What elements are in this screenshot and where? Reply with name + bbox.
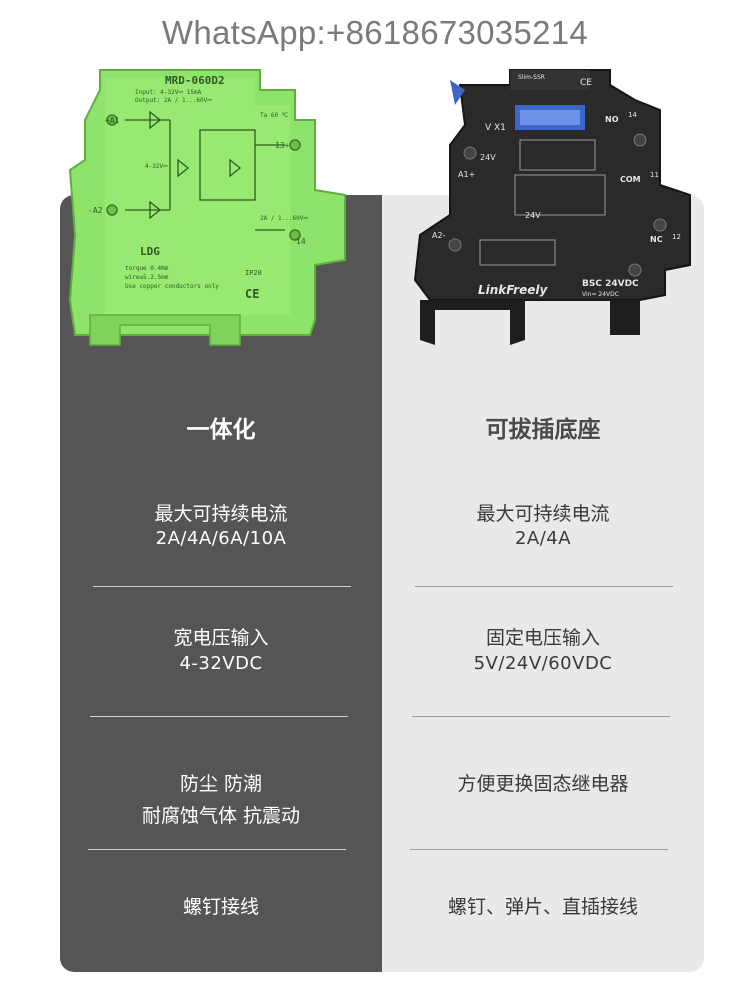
left-voltage-value: 4-32VDC [179,653,263,674]
right-divider-1 [415,586,673,587]
right-comparison-panel [382,195,704,972]
right-column-title: 可拔插底座 [485,417,601,443]
left-max-current-label: 最大可持续电流 [154,503,288,525]
terminal-a1-label: +A1 [105,116,120,125]
left-protection-line2: 耐腐蚀气体 抗震动 [141,805,301,827]
linkfreely-logo: LinkFreely [478,283,548,297]
left-divider-2 [90,716,348,717]
terminal-nc-label: NC [650,235,663,244]
terminal-14-label: 14 [296,237,306,246]
right-column: 可拔插底座 最大可持续电流 2A/4A 固定电压输入 5V/24V/60VDC … [382,0,704,1000]
voltage-24v-label-top: 24V [480,153,496,162]
right-model-label: BSC 24VDC [582,279,639,289]
left-voltage-label: 宽电压输入 [173,627,269,649]
terminal-13-label: 13+ [275,141,290,150]
left-protection-line1: 防尘 防潮 [179,773,263,795]
output-rating: 2A / 1...60V⎓ [260,215,308,222]
right-ce-mark: CE [580,78,592,88]
brand-ldg-logo: LDG [140,245,160,258]
right-wiring-label: 螺钉、弹片、直插接线 [447,896,638,918]
terminal-a2-label-right: A2- [432,231,446,240]
terminal-no-label: NO [605,115,619,124]
right-replace-label: 方便更换固态继电器 [457,773,629,795]
terminal-14-label-right: 14 [628,111,637,119]
left-max-current-value: 2A/4A/6A/10A [155,528,287,549]
terminal-a1-label-right: A1+ [458,170,475,179]
right-voltage-value: 5V/24V/60VDC [473,653,613,674]
input-voltage-rating: 4-32V⎓ [145,163,168,170]
torque-spec: torque 0.4Nm [125,265,169,272]
right-voltage-label: 固定电压输入 [485,627,600,649]
copper-conductor-note: Use copper conductors only [125,283,219,290]
relay-input-spec: Input: 4-32V⎓ 15mA [135,89,202,96]
right-divider-3 [410,849,668,850]
wire-spec: wire≤5.2.5mm [125,274,169,281]
ip20-mark: IP20 [245,269,262,277]
terminal-11-label: 11 [650,171,659,179]
slim-ssr-label: Slim-SSR [518,74,545,81]
right-divider-2 [412,716,670,717]
pluggable-socket-relay-image: Slim-SSR CE V X1 NO 14 A1+ 24V COM 11 A2… [413,69,691,345]
relay-output-spec: Output: 2A / 1...60V⎓ [135,97,212,104]
terminal-com-label: COM [620,175,641,184]
left-wiring-label: 螺钉接线 [182,896,259,918]
relay-temp-spec: Ta 60 ℃ [260,112,289,119]
ce-mark: CE [245,287,259,301]
voltage-24v-label-mid: 24V [525,211,541,220]
left-column: 一体化 最大可持续电流 2A/4A/6A/10A 宽电压输入 4-32VDC 防… [60,0,382,1000]
left-divider-1 [93,586,351,587]
green-integrated-relay-image: MRD-060D2 Input: 4-32V⎓ 15mA Output: 2A … [68,69,346,346]
whatsapp-watermark: WhatsApp:+8618673035214 [161,14,589,51]
terminal-12-label: 12 [672,233,681,241]
left-column-title: 一体化 [186,417,256,443]
left-divider-3 [88,849,346,850]
right-max-current-value: 2A/4A [514,528,572,549]
right-max-current-label: 最大可持续电流 [476,503,610,525]
relay-model-label: MRD-060D2 [165,74,225,87]
vx1-label: V X1 [485,123,506,133]
right-vin-label: Vin= 24VDC [582,291,619,298]
terminal-a2-label: -A2 [88,206,103,215]
